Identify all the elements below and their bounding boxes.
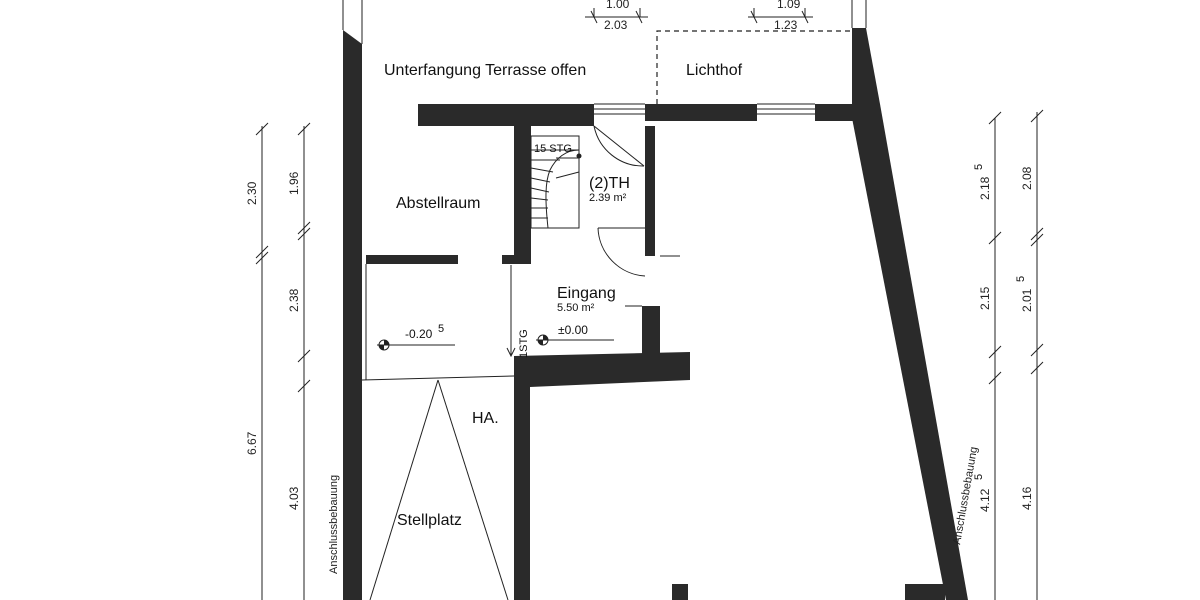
right-dim-inner-1: 2.18 <box>978 176 992 200</box>
entrance-label: Eingang <box>557 285 616 302</box>
right-dim-outer-3: 4.16 <box>1020 486 1034 510</box>
window-top-right <box>757 103 815 115</box>
garage-wall <box>514 362 530 600</box>
level-marker-entrance: ±0.00 <box>536 323 614 346</box>
right-dim-inner-1-sup: 5 <box>973 164 985 170</box>
storage-wall <box>366 255 458 264</box>
left-dimensions: 2.30 6.67 1.96 2.38 4.03 <box>245 122 311 600</box>
walls <box>343 28 968 600</box>
stairwell-label: (2)TH <box>589 175 630 192</box>
left-dim-outer-1: 2.30 <box>245 181 259 205</box>
right-dim-outer-2: 2.01 <box>1020 288 1034 312</box>
top-dim-left-upper: 1.00 <box>606 0 630 11</box>
level-marker-storage: -0.20 5 <box>377 323 455 351</box>
top-dimensions: 1.00 2.03 1.09 1.23 <box>585 0 813 32</box>
neighbor-right-label: Anschlussbebauung <box>951 446 980 546</box>
door-swing-stair <box>593 125 645 167</box>
top-wall-mid <box>645 104 757 121</box>
right-dimensions: 2.18 5 2.15 4.12 5 2.08 2.01 5 4.16 <box>973 109 1044 600</box>
stair-steps-label: 15 STG <box>534 143 572 155</box>
storage-level-sup: 5 <box>438 323 444 335</box>
left-exterior-wall <box>343 30 362 600</box>
top-dim-right-lower: 1.23 <box>774 18 798 32</box>
staircase: 15 STG <box>530 143 582 229</box>
entrance-south-wall <box>514 352 690 387</box>
top-dim-left-lower: 2.03 <box>604 18 628 32</box>
terrace-label: Unterfangung Terrasse offen <box>384 62 586 79</box>
right-dim-outer-1: 2.08 <box>1020 166 1034 190</box>
bottom-wall-stub-2 <box>905 584 945 600</box>
storage-label: Abstellraum <box>396 195 480 212</box>
top-wall-left <box>418 104 594 126</box>
left-dim-inner-3: 4.03 <box>287 486 301 510</box>
top-dim-right-upper: 1.09 <box>777 0 801 11</box>
storage-wall-stub <box>502 255 518 264</box>
left-dim-inner-1: 1.96 <box>287 171 301 195</box>
left-dim-outer-2: 6.67 <box>245 431 259 455</box>
right-dim-inner-2: 2.15 <box>978 286 992 310</box>
parking-label: Stellplatz <box>397 512 462 529</box>
courtyard-label: Lichthof <box>686 62 743 79</box>
top-wall-right <box>815 104 870 121</box>
entrance-area: 5.50 m² <box>557 302 595 314</box>
bottom-wall-stub-1 <box>672 584 688 600</box>
right-dim-inner-3-sup: 5 <box>973 474 985 480</box>
right-dim-inner-3: 4.12 <box>978 488 992 512</box>
entry-step-label: 1STG <box>518 329 530 358</box>
right-dim-outer-2-sup: 5 <box>1015 276 1027 282</box>
right-exterior-wall <box>852 28 968 600</box>
entrance-east-wall <box>642 306 660 356</box>
ha-label: HA. <box>472 410 499 427</box>
entrance-level-value: ±0.00 <box>558 323 588 337</box>
stairwell-area: 2.39 m² <box>589 192 627 204</box>
courtyard-outline <box>656 30 852 104</box>
left-dim-inner-2: 2.38 <box>287 288 301 312</box>
stair-wall-right <box>645 126 655 256</box>
window-top-left <box>594 103 645 115</box>
door-swing-entrance <box>597 227 646 277</box>
neighbor-left-label: Anschlussbebauung <box>328 475 340 574</box>
stair-wall-left <box>514 126 531 264</box>
storage-level-value: -0.20 <box>405 327 433 341</box>
